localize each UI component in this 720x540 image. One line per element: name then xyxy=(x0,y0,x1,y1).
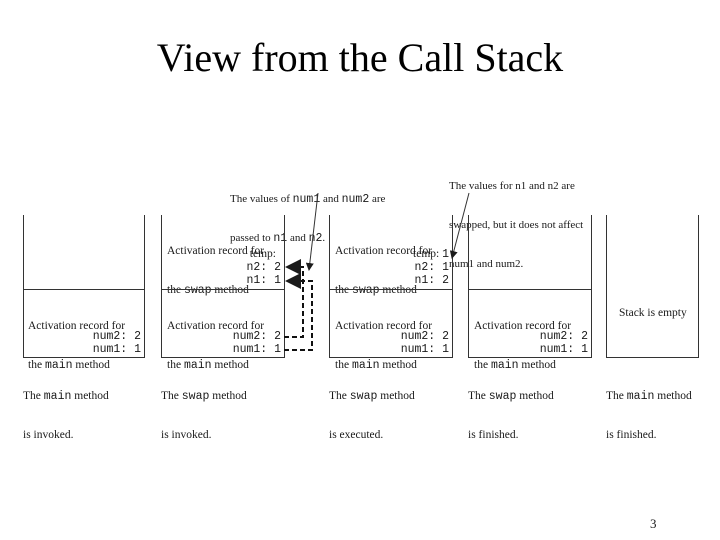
num1-value: num1: 1 xyxy=(400,343,449,356)
record-label: Activation record for the main method xyxy=(335,320,433,372)
temp-label: temp: xyxy=(249,248,276,260)
main-activation-record: Activation record for the main method nu… xyxy=(162,289,284,372)
main-activation-record: Activation record for the main method nu… xyxy=(24,289,144,372)
temp-value: temp: 1 xyxy=(413,248,449,261)
note-values-passed: The values of num1 and num2 are passed t… xyxy=(230,193,386,245)
record-label: Activation record for the main method xyxy=(474,320,572,372)
stack-swap-finished: Activation record for the main method nu… xyxy=(468,215,592,372)
main-activation-record: Activation record for the main method nu… xyxy=(469,289,591,372)
note-pointer-arrow xyxy=(449,192,470,259)
note-pointer-arrow xyxy=(305,192,319,271)
num1-value: num1: 1 xyxy=(232,343,281,356)
stack-empty-label: Stack is empty xyxy=(619,307,687,319)
page-number: 3 xyxy=(650,516,657,531)
num2-value: num2: 2 xyxy=(400,330,449,343)
caption-swap-executed: The swap method is executed. xyxy=(329,390,415,441)
n2-value: n2: 1 xyxy=(414,261,449,274)
n1-value: n1: 1 xyxy=(246,274,281,287)
caption-main-finished: The main method is finished. xyxy=(606,390,692,441)
slide-title: View from the Call Stack xyxy=(156,35,564,80)
num2-value: num2: 2 xyxy=(232,330,281,343)
num1-value: num1: 1 xyxy=(539,343,588,356)
caption-swap-finished: The swap method is finished. xyxy=(468,390,554,441)
swap-record-label: Activation record for the swap method xyxy=(167,245,265,297)
n1-value: n1: 2 xyxy=(414,274,449,287)
num2-value: num2: 2 xyxy=(539,330,588,343)
stack-empty: Stack is empty xyxy=(606,215,699,358)
num2-value: num2: 2 xyxy=(92,330,141,343)
stack-swap-invoked: Activation record for the swap method te… xyxy=(161,215,285,372)
record-label: Activation record for the main method xyxy=(28,320,126,372)
main-activation-record: Activation record for the main method nu… xyxy=(330,289,452,372)
record-label: Activation record for the main method xyxy=(167,320,265,372)
pass-num1-arrow xyxy=(284,273,313,351)
caption-swap-invoked: The swap method is invoked. xyxy=(161,390,247,441)
note-values-swapped: The values for n1 and n2 are swapped, bu… xyxy=(449,180,584,270)
caption-main-invoked: The main method is invoked. xyxy=(23,390,109,441)
n2-value: n2: 2 xyxy=(246,261,281,274)
stack-swap-executed: Activation record for the swap method te… xyxy=(329,215,453,372)
num1-value: num1: 1 xyxy=(92,343,141,356)
stack-main-invoked: Activation record for the main method nu… xyxy=(23,215,145,372)
pass-num2-arrow xyxy=(284,259,304,338)
swap-record-label: Activation record for the swap method xyxy=(335,245,433,297)
